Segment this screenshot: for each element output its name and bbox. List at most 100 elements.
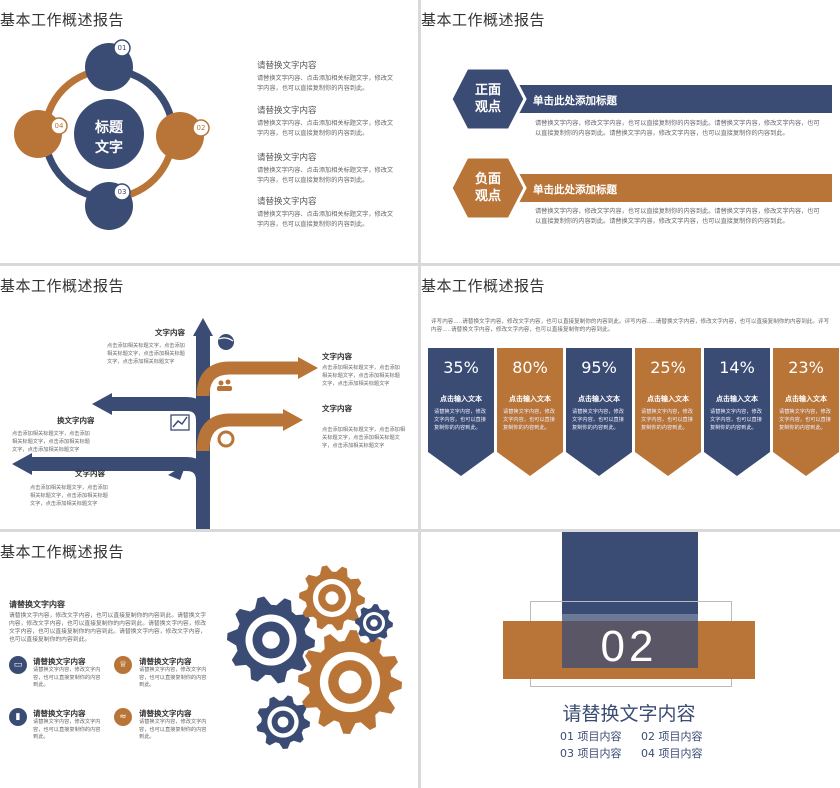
trophy-icon: ♕: [114, 656, 132, 674]
item-body: 请替换文字内容，修改文字内容，也可以直接复制你的内容到此。: [33, 667, 101, 688]
stat-card[interactable]: 80% 点击输入文本 请替换文字内容，修改文字内容，也可以直接复制你的内容到此。: [497, 348, 563, 476]
gear-icon-large-orange: [298, 630, 402, 734]
slide-cycle-diagram[interactable]: 基本工作概述报告 01 02 03 04 标题 文字 请替换文字内容 请替换文字…: [0, 0, 418, 263]
item-body: 请替换文字内容、点击添加相关标题文字，修改文字内容，也可以直接复制你的内容到此。: [257, 167, 394, 184]
intro-text: 评写内容.....请替换文字内容，修改文字内容，也可以直接复制你的内容到此。评写…: [431, 319, 830, 333]
stat-body: 请替换文字内容，修改文字内容，也可以直接复制你的内容到此。: [503, 409, 555, 431]
hex-line-1: 负面: [474, 172, 501, 187]
project-item[interactable]: 04 项目内容: [641, 747, 703, 760]
stat-percent: 25%: [650, 358, 686, 377]
block-body: 请替换文字内容，修改文字内容，也可以直接复制你的内容到此。请替换文字内容，修改文…: [535, 208, 820, 225]
navy-overlay: [562, 614, 698, 668]
gears-illustration: [227, 565, 402, 749]
people-icon: [217, 379, 232, 391]
stat-body: 请替换文字内容，修改文字内容，也可以直接复制你的内容到此。: [779, 409, 831, 431]
label-body: 点击添加相关标题文字，点击添加相关标题文字，点击添加相关标题文字，点击添加相关标…: [322, 365, 400, 387]
label-heading: 文字内容: [75, 469, 105, 478]
globe-icon: [218, 334, 234, 350]
label-heading: 文字内容: [322, 404, 352, 413]
slide-title: 基本工作概述报告: [0, 11, 125, 29]
stat-label: 点击输入文本: [440, 395, 482, 403]
paper-plane-icon: [168, 464, 186, 480]
cycle-diagram: [14, 39, 210, 230]
item-heading: 请替换文字内容: [257, 61, 317, 71]
item-heading: 请替换文字内容: [139, 709, 192, 718]
label-body: 点击添加相关标题文字，点击添加相关标题文字，点击添加相关标题文字，点击添加相关标…: [30, 485, 108, 507]
slide-section-divider[interactable]: 02 请替换文字内容 01 项目内容 02 项目内容 03 项目内容 04 项目…: [421, 532, 840, 788]
stat-label: 点击输入文本: [647, 395, 689, 403]
lead-heading: 请替换文字内容: [9, 600, 65, 609]
hex-line-2: 观点: [474, 189, 501, 204]
item-body: 请替换文字内容，修改文字内容，也可以直接复制你的内容到此。: [139, 719, 207, 740]
gear-icon-mid-navy: [256, 695, 310, 749]
slide-viewpoints[interactable]: 基本工作概述报告 正面 观点 单击此处添加标题 请替换文字内容，修改文字内容，也…: [421, 0, 840, 263]
stat-card[interactable]: 95% 点击输入文本 请替换文字内容，修改文字内容，也可以直接复制你的内容到此。: [566, 348, 632, 476]
project-item[interactable]: 01 项目内容: [560, 730, 622, 743]
hex-label-negative: 负面 观点: [458, 171, 518, 205]
lead-body: 请替换文字内容，修改文字内容，也可以直接复制你的内容到此。请替换文字内容，修改文…: [9, 613, 207, 643]
bar-chart-icon: ▮: [9, 708, 27, 726]
stat-card[interactable]: 23% 点击输入文本 请替换文字内容，修改文字内容，也可以直接复制你的内容到此。: [773, 348, 839, 476]
item-heading: 请替换文字内容: [257, 106, 317, 116]
arrow-diagram: [12, 318, 318, 529]
stat-card[interactable]: 35% 点击输入文本 请替换文字内容，修改文字内容，也可以直接复制你的内容到此。: [428, 348, 494, 476]
item-heading: 请替换文字内容: [33, 657, 86, 666]
stat-body: 请替换文字内容，修改文字内容，也可以直接复制你的内容到此。: [641, 409, 693, 431]
badge-04: 04: [54, 122, 64, 130]
center-title: 标题 文字: [79, 118, 139, 158]
card-tip: [428, 452, 494, 476]
project-item[interactable]: 02 项目内容: [641, 730, 703, 743]
item-heading: 请替换文字内容: [257, 153, 317, 163]
gear-icon-large-navy: [227, 596, 315, 684]
stat-percent: 35%: [443, 358, 479, 377]
item-body: 请替换文字内容、点击添加相关标题文字，修改文字内容，也可以直接复制你的内容到此。: [257, 75, 394, 92]
section-number: 02: [600, 622, 658, 671]
slide-arrow-paths[interactable]: 基本工作概述报告 文字内容 点击添加相关标题文字，点击添加相关标题文字，点击添加…: [0, 266, 418, 529]
block-body: 请替换文字内容，修改文字内容，也可以直接复制你的内容到此。请替换文字内容，修改文…: [535, 120, 820, 137]
hex-line-1: 正面: [474, 83, 501, 98]
item-body: 请替换文字内容，修改文字内容，也可以直接复制你的内容到此。: [139, 667, 207, 688]
gear-icon-tiny-navy: [355, 604, 393, 642]
card-tip: [635, 452, 701, 476]
wifi-icon: ≈: [114, 708, 132, 726]
badge-01: 01: [117, 44, 127, 52]
stat-body: 请替换文字内容，修改文字内容，也可以直接复制你的内容到此。: [572, 409, 624, 431]
hex-line-2: 观点: [474, 100, 501, 115]
stat-body: 请替换文字内容，修改文字内容，也可以直接复制你的内容到此。: [710, 409, 762, 431]
stat-card[interactable]: 25% 点击输入文本 请替换文字内容，修改文字内容，也可以直接复制你的内容到此。: [635, 348, 701, 476]
top-block: [562, 532, 698, 614]
lifebuoy-icon: [217, 430, 235, 448]
label-heading: 文字内容: [155, 328, 185, 337]
stat-percent: 80%: [512, 358, 548, 377]
slide-title: 基本工作概述报告: [421, 11, 546, 29]
node-02: [156, 112, 204, 160]
bar-title[interactable]: 单击此处添加标题: [533, 184, 617, 196]
monitor-icon: ▭: [9, 656, 27, 674]
item-body: 请替换文字内容、点击添加相关标题文字，修改文字内容，也可以直接复制你的内容到此。: [257, 120, 394, 137]
item-body: 请替换文字内容、点击添加相关标题文字，修改文字内容，也可以直接复制你的内容到此。: [257, 211, 394, 228]
chart-line-icon: [170, 414, 190, 431]
hex-label-positive: 正面 观点: [458, 82, 518, 116]
slide-title: 基本工作概述报告: [0, 543, 125, 561]
slide-gears[interactable]: 基本工作概述报告 请替换文字内容 请替换文字内容，修改文字内容，也可以直接复制你…: [0, 532, 418, 788]
project-item[interactable]: 03 项目内容: [560, 747, 622, 760]
slide-percentage-cards[interactable]: 基本工作概述报告 评写内容.....请替换文字内容，修改文字内容，也可以直接复制…: [421, 266, 840, 529]
stat-label: 点击输入文本: [578, 395, 620, 403]
stat-card[interactable]: 14% 点击输入文本 请替换文字内容，修改文字内容，也可以直接复制你的内容到此。: [704, 348, 770, 476]
center-line-2: 文字: [95, 140, 123, 156]
section-heading: 请替换文字内容: [562, 703, 696, 725]
slide-title: 基本工作概述报告: [0, 277, 125, 295]
label-heading: 换文字内容: [57, 416, 95, 425]
card-tip: [497, 452, 563, 476]
label-body: 点击添加相关标题文字，点击添加相关标题文字，点击添加相关标题文字，点击添加相关标…: [322, 427, 406, 449]
card-tip: [566, 452, 632, 476]
center-line-1: 标题: [95, 120, 123, 136]
stat-label: 点击输入文本: [716, 395, 758, 403]
viewpoint-shapes: [449, 66, 832, 221]
bar-title[interactable]: 单击此处添加标题: [533, 95, 617, 107]
card-tip: [704, 452, 770, 476]
stat-label: 点击输入文本: [785, 395, 827, 403]
item-body: 请替换文字内容，修改文字内容，也可以直接复制你的内容到此。: [33, 719, 101, 740]
node-04: [14, 110, 62, 158]
item-heading: 请替换文字内容: [33, 709, 86, 718]
